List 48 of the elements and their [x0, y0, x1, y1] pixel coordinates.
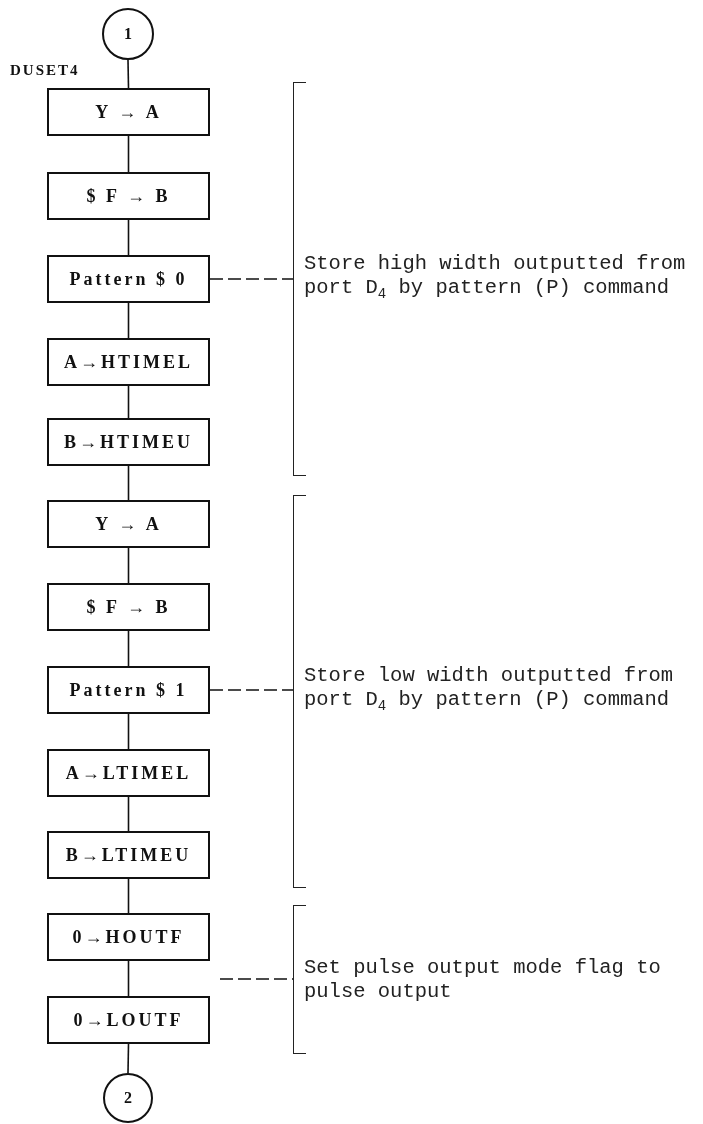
step-text: B→LTIMEU — [65, 844, 192, 866]
step-text: 0→LOUTF — [73, 1009, 184, 1031]
connector-line — [127, 878, 130, 914]
process-box — [47, 749, 210, 797]
routine-label: DUSET4 — [10, 62, 80, 79]
process-box — [47, 255, 210, 303]
connector-line — [127, 59, 130, 89]
connector-line — [127, 302, 130, 339]
leader-line — [209, 689, 294, 691]
process-box — [47, 996, 210, 1044]
step-text: $ F → B — [86, 185, 171, 207]
connector-line — [127, 465, 130, 501]
connector-line — [127, 219, 130, 256]
step-text: 0→HOUTF — [72, 926, 185, 948]
step-text: Y → A — [95, 513, 162, 535]
step-text: Y → A — [95, 101, 162, 123]
process-box — [47, 500, 210, 548]
annotation-text: Store low width outputted from port D$_{4}$ by pattern (P) command — [303, 664, 675, 717]
step-text: B→HTIMEU — [64, 431, 193, 453]
step-text: A→LTIMEL — [65, 762, 192, 784]
leader-line — [219, 978, 294, 980]
connector-line — [127, 135, 130, 173]
connector-line — [127, 630, 130, 667]
leader-line — [209, 278, 294, 280]
process-box — [47, 88, 210, 136]
connector-line — [127, 960, 130, 997]
connector-line — [127, 385, 130, 419]
connector-line — [127, 713, 130, 750]
process-box — [47, 338, 210, 386]
step-text: Pattern $ 0 — [69, 268, 188, 290]
process-box — [47, 913, 210, 961]
process-box — [47, 666, 210, 714]
step-text: Pattern $ 1 — [69, 679, 188, 701]
connector-circle — [102, 8, 154, 60]
process-box — [47, 831, 210, 879]
connector-circle — [103, 1073, 153, 1123]
process-box — [47, 583, 210, 631]
process-box — [47, 418, 210, 466]
connector-line — [127, 1043, 130, 1074]
step-text: A→HTIMEL — [64, 351, 193, 373]
annotation-text: Set pulse output mode flag to pulse output — [303, 955, 662, 1004]
process-box — [47, 172, 210, 220]
connector-number: 1 — [124, 25, 132, 43]
connector-number: 2 — [124, 1089, 132, 1107]
connector-line — [127, 796, 130, 832]
connector-line — [127, 547, 130, 584]
step-text: $ F → B — [86, 596, 171, 618]
annotation-text: Store high width outputted from port D$_{4}$ by pattern (P) command — [303, 251, 687, 305]
